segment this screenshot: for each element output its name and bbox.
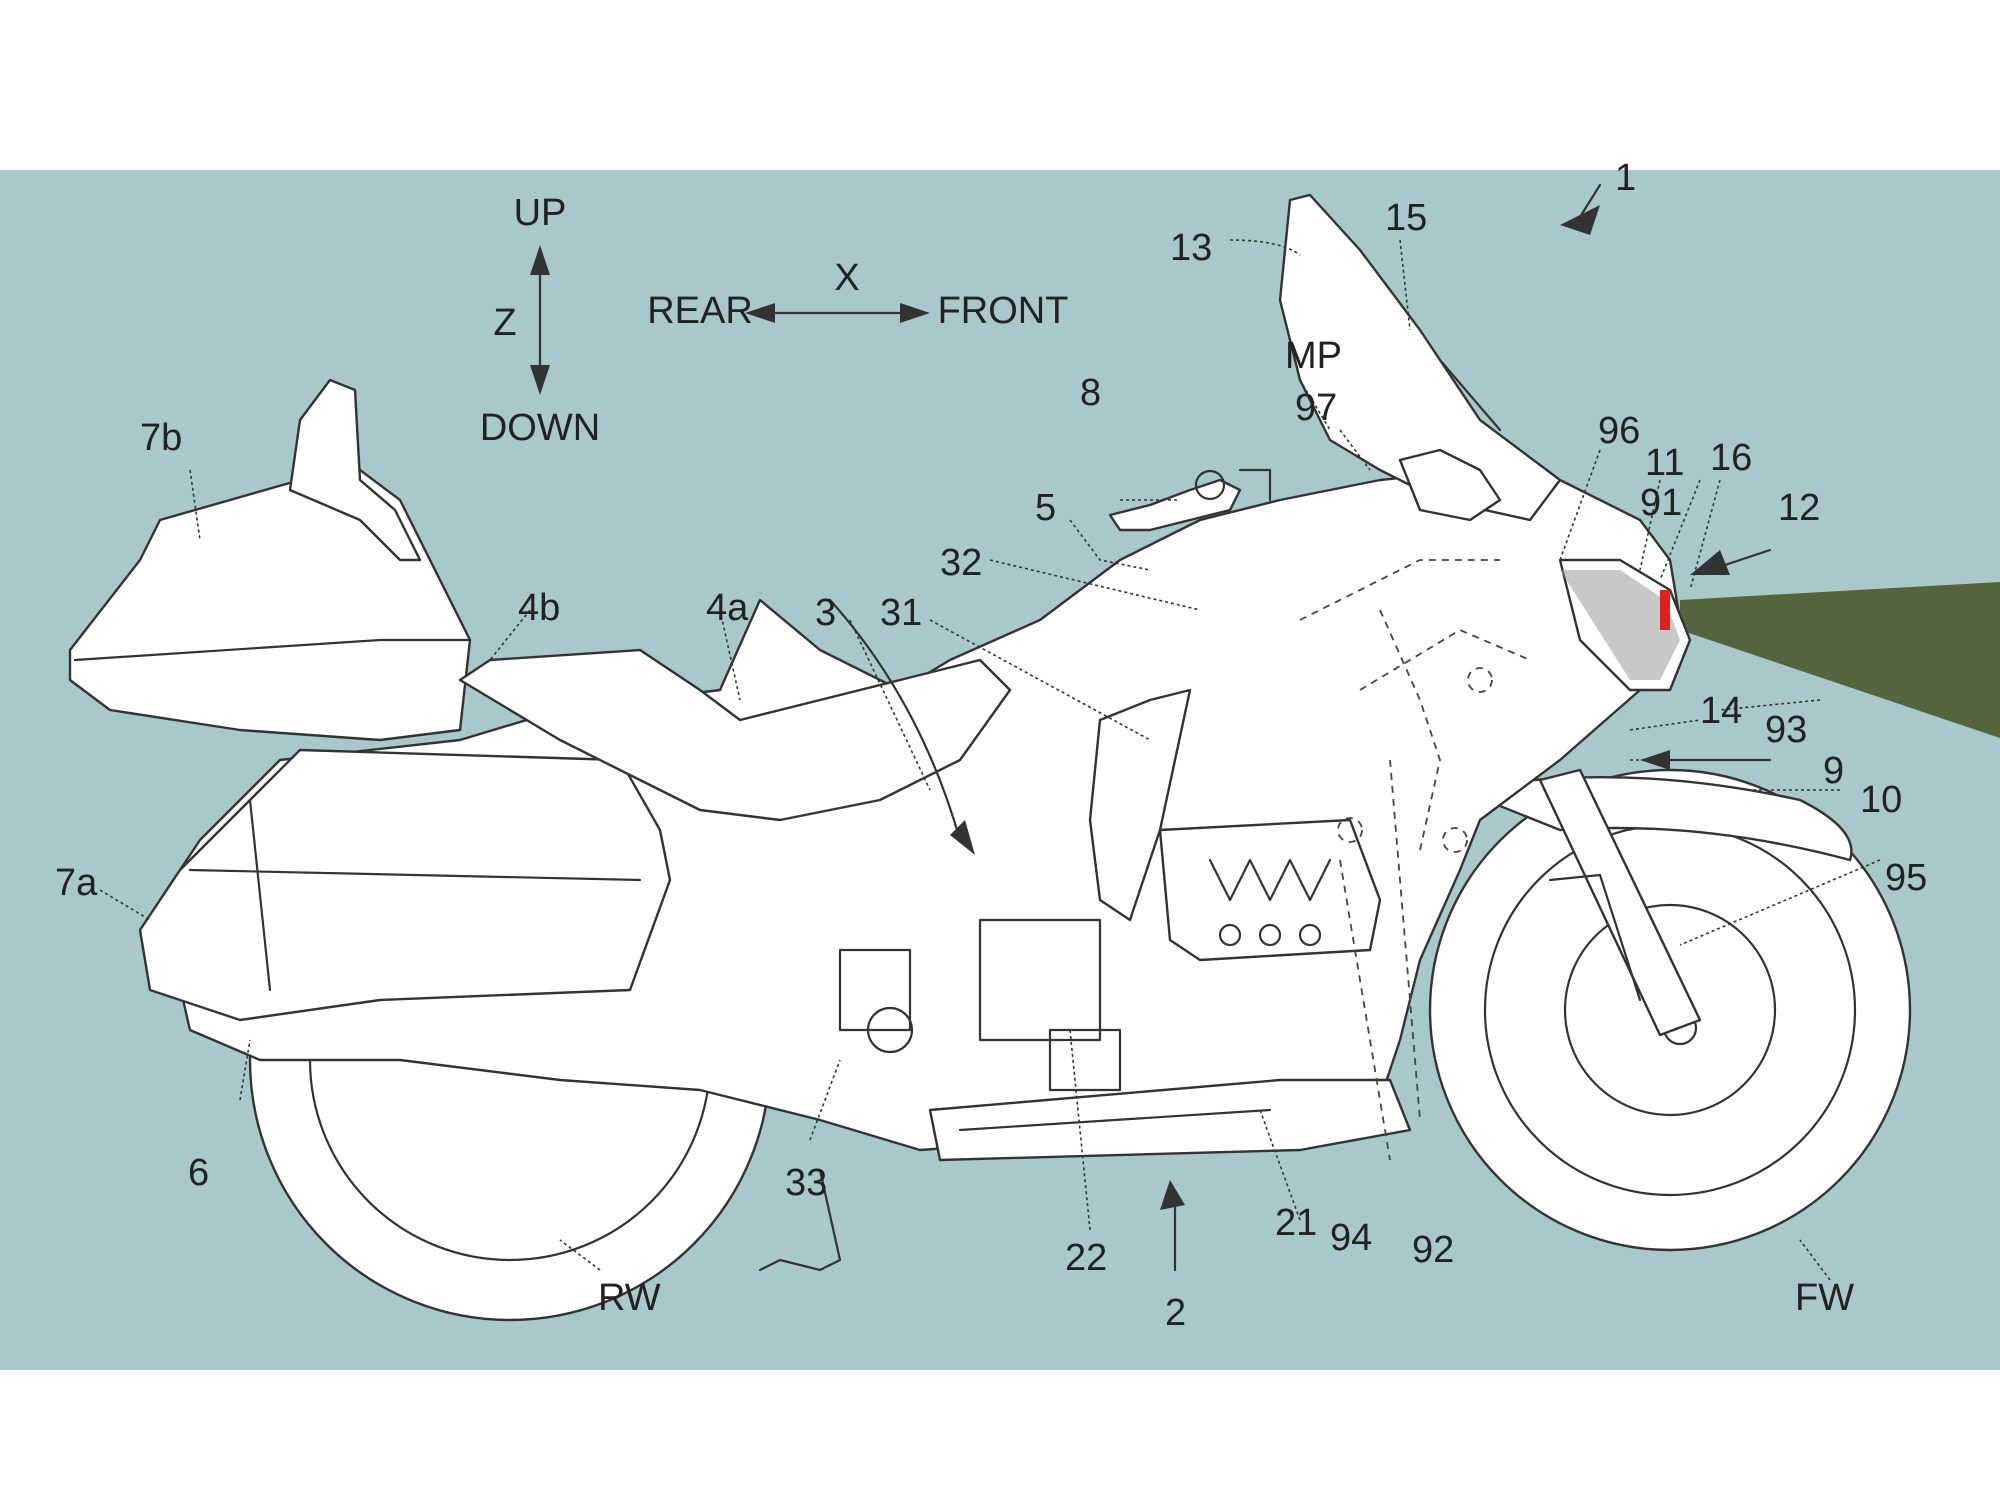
ref-92: 92: [1412, 1229, 1454, 1271]
ref-6: 6: [188, 1152, 209, 1194]
ref-97: 97: [1295, 387, 1337, 429]
ref-handlebar: 8: [1080, 372, 1101, 414]
ref-4b: 4b: [518, 587, 560, 629]
axis-up-label: UP: [514, 192, 567, 234]
ref-rw: RW: [598, 1277, 661, 1319]
front-fork: [1538, 768, 1702, 1037]
ref-96: 96: [1598, 410, 1640, 452]
ref-93: 93: [1765, 709, 1807, 751]
ref-3: 3: [815, 592, 836, 634]
ref-fw: FW: [1795, 1277, 1854, 1319]
arrow-2: [1160, 1180, 1185, 1210]
ref-12: 12: [1778, 487, 1820, 529]
ref-7b: 7b: [140, 417, 182, 459]
arrow-12: [1690, 550, 1730, 575]
arrow-9: [1640, 750, 1670, 770]
seat: [458, 648, 1012, 822]
ref-2: 2: [1165, 1292, 1186, 1334]
ref-16: 16: [1710, 437, 1752, 479]
arrow-1: [1560, 205, 1600, 235]
saddlebag: [138, 748, 672, 1022]
ref-5: 5: [1035, 487, 1056, 529]
frame-panel: [1088, 688, 1192, 922]
ref-21: 21: [1275, 1202, 1317, 1244]
ref-91: 91: [1640, 482, 1682, 524]
axis-rear-label: REAR: [647, 290, 753, 332]
headlight-beam: [1680, 582, 2000, 738]
axis-down-label: DOWN: [480, 407, 600, 449]
ref-7a: 7a: [55, 862, 98, 904]
ref-22: 22: [1065, 1237, 1107, 1279]
ref-33: 33: [785, 1162, 827, 1204]
ref-windscreen: 13: [1170, 227, 1212, 269]
backrest: [288, 378, 422, 562]
ref-4a: 4a: [706, 587, 749, 629]
axis-x-label: X: [834, 257, 859, 299]
ref-14: 14: [1700, 690, 1742, 732]
ref-10: 10: [1860, 779, 1902, 821]
engine: [1158, 818, 1382, 962]
ref-11: 11: [1645, 442, 1684, 484]
ref-32: 32: [940, 542, 982, 584]
transmission: [838, 918, 1122, 1092]
headlight-shading: [1560, 570, 1680, 680]
exhaust: [928, 1078, 1412, 1162]
ref-screen-top: 15: [1385, 197, 1427, 239]
ref-9: 9: [1823, 750, 1844, 792]
ref-31: 31: [880, 592, 922, 634]
ref-mp: MP: [1285, 335, 1342, 377]
axis-z-label: Z: [493, 302, 516, 344]
ref-95: 95: [1885, 857, 1927, 899]
axis-indicator: [530, 245, 930, 395]
leader-lines: [99, 239, 1881, 1281]
ref-94: 94: [1330, 1217, 1372, 1259]
mirror: [1398, 448, 1502, 522]
axis-front-label: FRONT: [938, 290, 1069, 332]
side-stand: [758, 1168, 842, 1272]
handlebar: [1108, 478, 1242, 532]
ref-vehicle: 1: [1615, 157, 1636, 199]
headlight-highlight: [1660, 590, 1670, 630]
